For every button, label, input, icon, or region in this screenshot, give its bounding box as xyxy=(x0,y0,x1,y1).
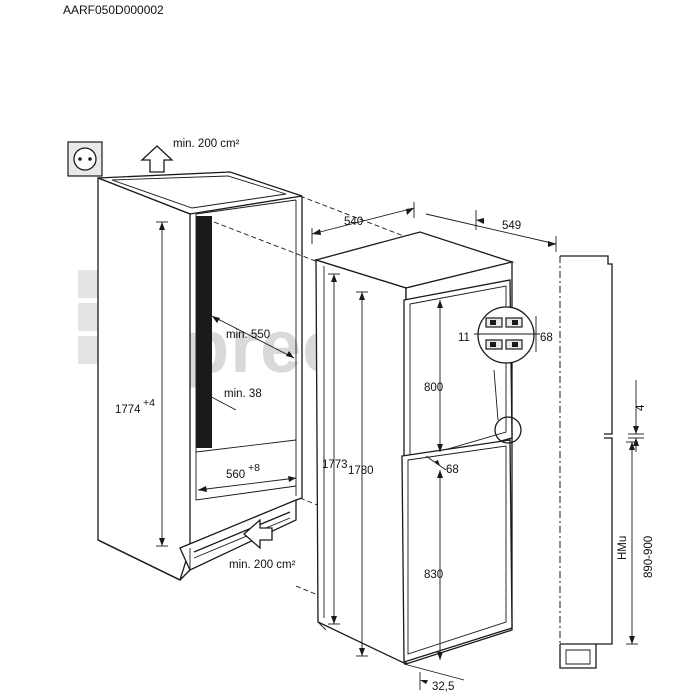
lower-door-label: 830 xyxy=(424,569,443,581)
upper-door-dimension xyxy=(437,300,443,452)
appliance-inner-height-label: 1780 xyxy=(348,465,374,477)
appliance-width-dimension xyxy=(311,202,415,244)
niche-width-label: 560 xyxy=(226,469,245,481)
detail-left-label: 11 xyxy=(458,332,470,344)
hmu-dimension xyxy=(626,441,638,645)
appliance-depth-label: 549 xyxy=(502,220,521,232)
appliance-height-dimension xyxy=(328,273,340,625)
niche-depth-dimension xyxy=(211,315,295,359)
side-gap-label: 4 xyxy=(635,404,647,411)
airflow-arrow-icon xyxy=(140,145,174,173)
power-socket-icon xyxy=(67,141,103,177)
niche-cabinet xyxy=(97,171,303,581)
niche-width-dimension xyxy=(197,476,297,492)
model-code: AARF050D000002 xyxy=(63,3,164,17)
upper-door-label: 800 xyxy=(424,382,443,394)
airflow-arrow-bottom-icon xyxy=(243,518,273,550)
niche-height-tolerance: +4 xyxy=(143,397,155,409)
door-gap-dimension xyxy=(425,455,447,471)
bottom-offset-label: 32,5 xyxy=(432,681,454,693)
vent-bottom-label: min. 200 cm² xyxy=(229,559,296,571)
bottom-offset-dimension xyxy=(403,663,465,690)
hinge-detail-callout xyxy=(474,306,540,444)
appliance-height-label: 1773 xyxy=(322,459,348,471)
niche-height-label: 1774 xyxy=(115,404,141,416)
appliance-inner-height-dimension xyxy=(356,291,368,657)
vent-top-label: min. 200 cm² xyxy=(173,138,240,150)
fridge-appliance xyxy=(313,231,515,666)
niche-gap-dimension xyxy=(201,391,237,411)
appliance-width-label: 540 xyxy=(344,216,363,228)
door-gap-label: 68 xyxy=(446,464,459,476)
niche-height-dimension xyxy=(156,221,168,547)
niche-width-tolerance: +8 xyxy=(248,462,260,474)
detail-right-label: 68 xyxy=(540,332,553,344)
hmu-label: HMu xyxy=(617,536,629,560)
appliance-depth-dimension xyxy=(425,210,557,252)
hmu-range-label: 890-900 xyxy=(643,536,655,578)
lower-door-dimension xyxy=(437,470,443,660)
niche-gap-label: min. 38 xyxy=(224,388,262,400)
side-gap-dimension xyxy=(628,380,644,452)
side-profile xyxy=(559,255,613,669)
niche-depth-label: min. 550 xyxy=(226,329,270,341)
